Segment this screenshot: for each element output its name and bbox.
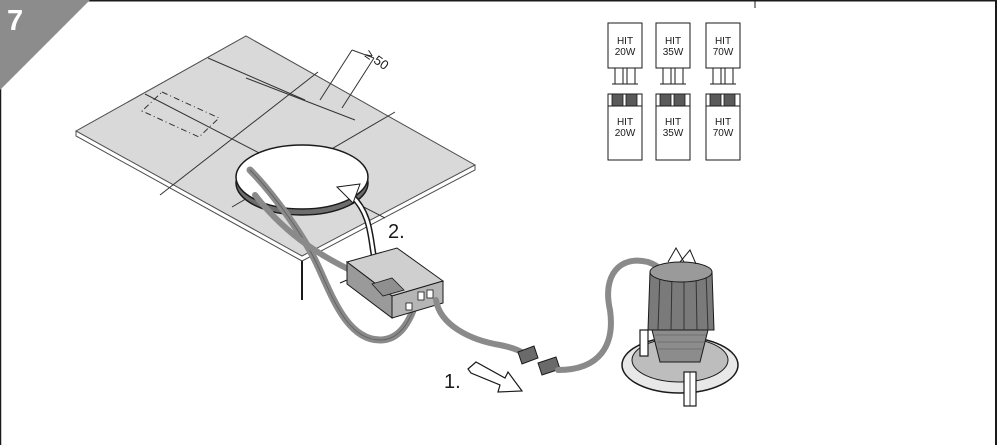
lamp-label-bottom: 35W [663,128,684,139]
dimension-marker: ≥ 50 [319,46,392,109]
lamp-label-top: HIT [617,36,633,47]
cable-connector [517,345,561,376]
lamp-label-top: HIT [715,36,731,47]
lamp-label-top: 35W [663,47,684,58]
lamp-label-bottom: 70W [713,128,734,139]
lamp-label-top: 70W [713,47,734,58]
step-1-arrow [467,361,524,393]
driver-output-cable [433,297,528,357]
lamp-label-bottom: 20W [615,128,636,139]
lamp-label-bottom: HIT [665,117,681,128]
step-2-label: 2. [388,221,405,243]
ceiling-panel [74,35,477,300]
downlight-luminaire [621,246,739,407]
lamp-label-bottom: HIT [617,117,633,128]
driver-box [339,247,445,320]
lamp-label-top: 20W [615,47,636,58]
lamp-label-bottom: HIT [715,117,731,128]
lamp-label-top: HIT [665,36,681,47]
step-badge: 7 [0,0,90,90]
step-1-label: 1. [444,371,461,393]
step-number: 7 [7,5,23,37]
